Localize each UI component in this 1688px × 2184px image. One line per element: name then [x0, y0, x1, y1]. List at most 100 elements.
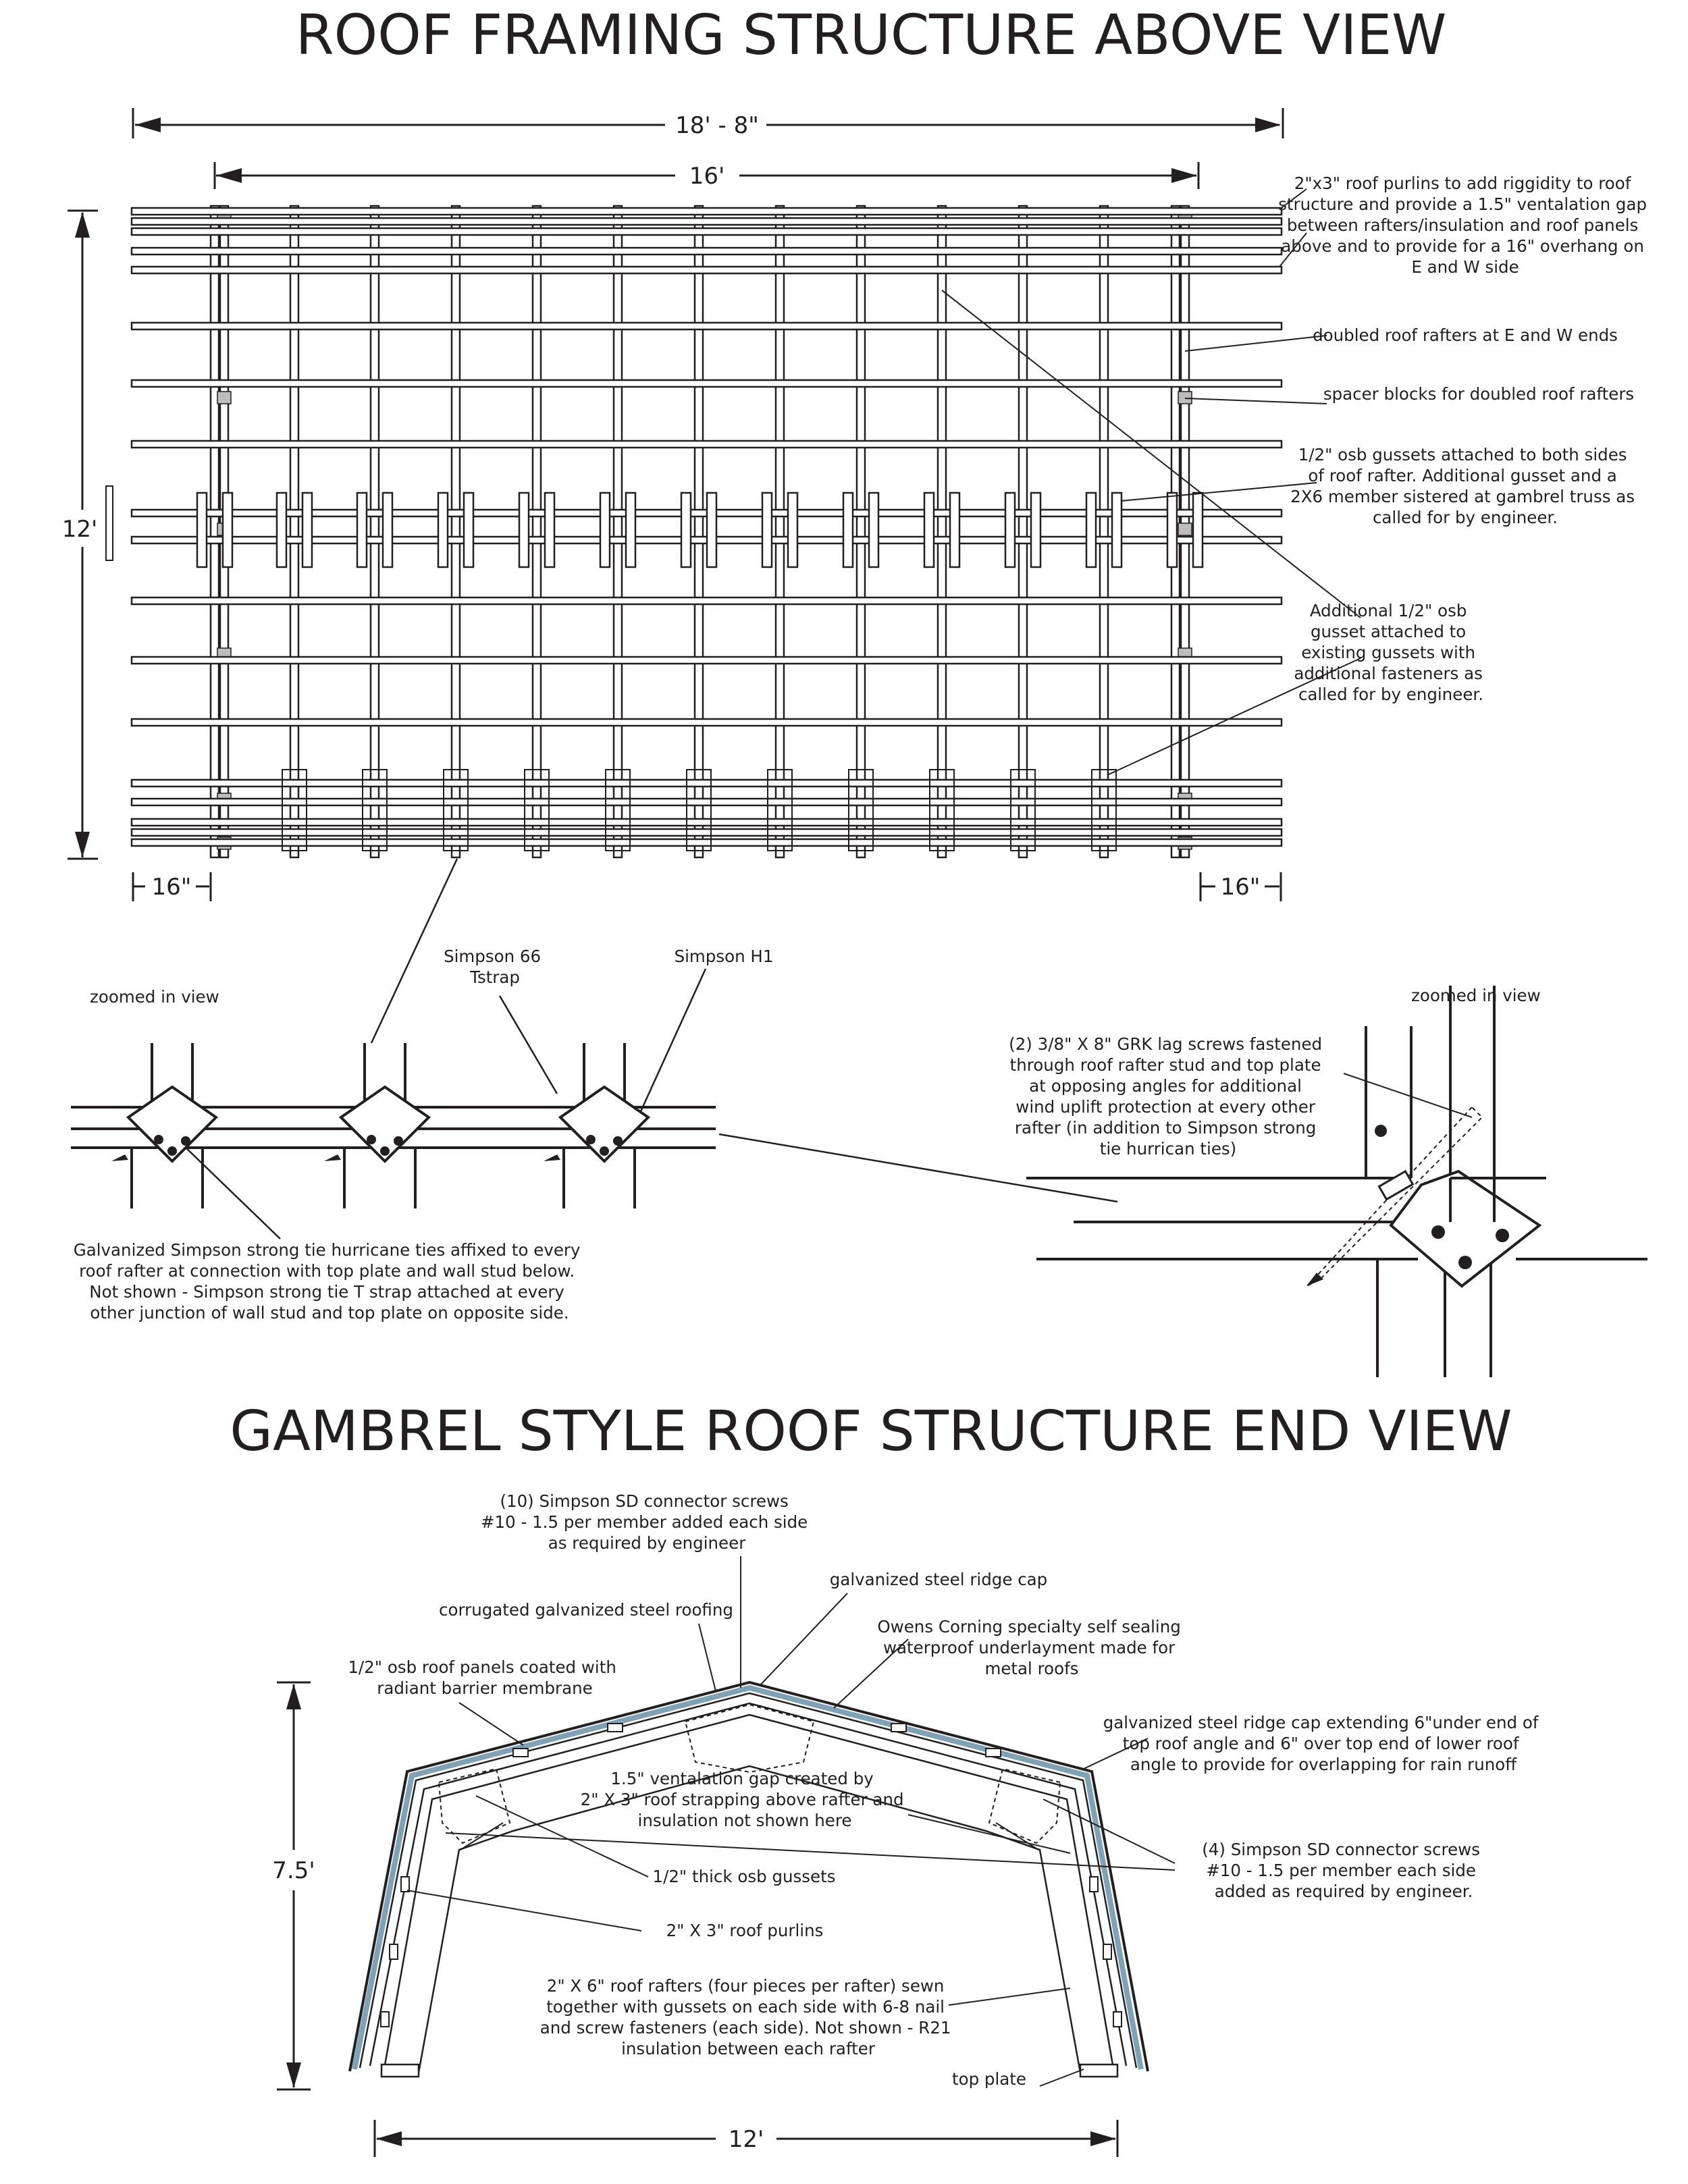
dim-section-width: 12' [729, 2126, 764, 2153]
section-purlin [380, 2011, 390, 2027]
callout-osb-gussets: 1/2" osb gussets attached to both sides … [1290, 445, 1640, 527]
rafter [774, 205, 785, 859]
gusset [518, 491, 530, 568]
rafter [531, 205, 542, 859]
zoomed-label-left: zoomed in view [90, 987, 219, 1007]
gusset [680, 491, 692, 568]
section-purlin [985, 1748, 1001, 1757]
fastener [154, 1135, 163, 1144]
fastener [600, 1146, 609, 1156]
section-purlin [1089, 1876, 1099, 1892]
gusset [381, 491, 394, 568]
gusset [625, 491, 637, 568]
title-gambrel: GAMBREL STYLE ROOF STRUCTURE END VIEW [230, 1400, 1512, 1464]
gusset-outline [362, 769, 388, 851]
callout-vent-gap: 1.5" ventalation gap created by 2" X 3" … [581, 1769, 909, 1830]
gusset [221, 491, 234, 568]
nail [111, 1154, 128, 1161]
rafter [693, 205, 704, 859]
callout-corrugated: corrugated galvanized steel roofing [439, 1600, 733, 1620]
rafter [1018, 205, 1028, 859]
rafter [289, 205, 300, 859]
title-roof-framing: ROOF FRAMING STRUCTURE ABOVE VIEW [296, 3, 1447, 68]
gusset [599, 491, 611, 568]
gusset-outline [605, 769, 631, 851]
gusset [275, 491, 288, 568]
section-purlin [400, 1876, 410, 1892]
gusset-outline [686, 769, 712, 851]
hurricane-tie [558, 1085, 651, 1163]
hurricane-tie [338, 1085, 431, 1163]
section-purlin [1103, 1944, 1112, 1960]
callout-ridge-cap-extension: galvanized steel ridge cap extending 6"u… [1103, 1713, 1544, 1774]
hurricane-tie [126, 1085, 219, 1163]
rafter [937, 205, 947, 859]
gusset [463, 491, 475, 568]
purlin [130, 265, 1283, 275]
gusset [1085, 491, 1097, 568]
nail [324, 1154, 341, 1161]
zoomed-label-right: zoomed in view [1411, 986, 1541, 1005]
gusset [356, 491, 368, 568]
dim-overhang-left: 16" [152, 874, 192, 901]
callout-additional-gusset: Additional 1/2" osb gusset attached to e… [1294, 601, 1487, 704]
callout-hurricane-ties: Galvanized Simpson strong tie hurricane … [74, 1240, 586, 1323]
gambrel-end-view: 7.5' 12' (10) Simpson SD connector screw… [272, 1491, 1544, 2157]
gusset-outline [929, 769, 955, 851]
gusset [437, 491, 449, 568]
dim-overall-width: 18' - 8" [675, 112, 759, 139]
dim-section-height: 7.5' [272, 1857, 315, 1884]
purlin [130, 440, 1283, 449]
gusset [923, 491, 935, 568]
roof-framing-plan [130, 205, 1283, 859]
fastener [394, 1136, 403, 1146]
dim-overhang-right: 16" [1221, 874, 1261, 901]
callout-thick-gussets: 1/2" thick osb gussets [652, 1867, 835, 1886]
nail [544, 1154, 560, 1161]
callout-ridge-cap: galvanized steel ridge cap [830, 1570, 1047, 1589]
detail-right: zoomed in view (2) 3/8" X 8" GRK lag scr… [1009, 986, 1647, 1377]
rafter [612, 205, 623, 859]
gusset [301, 491, 313, 568]
gusset [787, 491, 799, 568]
purlin [130, 379, 1283, 388]
callout-sd-screws-top: (10) Simpson SD connector screws #10 - 1… [481, 1491, 813, 1553]
purlin [130, 596, 1283, 606]
callout-spacer-blocks: spacer blocks for doubled roof rafters [1323, 384, 1634, 404]
purlin [130, 227, 1283, 236]
callout-owens-corning: Owens Corning specialty self sealing wat… [877, 1617, 1186, 1678]
gusset [1030, 491, 1042, 568]
purlin [130, 797, 1283, 807]
purlin [130, 778, 1283, 788]
rafter [1099, 205, 1109, 859]
gusset [1004, 491, 1016, 568]
callout-rafters: 2" X 6" roof rafters (four pieces per ra… [540, 1976, 957, 2058]
dim-depth: 12' [62, 516, 98, 543]
rafter [450, 205, 461, 859]
purlin [130, 217, 1283, 226]
gusset-outline [524, 769, 550, 851]
gusset [1111, 491, 1123, 568]
gusset [761, 491, 773, 568]
purlin [130, 207, 1283, 216]
gusset [196, 491, 208, 568]
gusset-outline [848, 769, 874, 851]
callout-sd-screws-side: (4) Simpson SD connector screws #10 - 1.… [1202, 1840, 1485, 1901]
fastener [167, 1146, 177, 1156]
purlin [130, 246, 1283, 256]
gusset-group [196, 491, 1204, 851]
fastener [613, 1136, 623, 1146]
gusset [544, 491, 556, 568]
gusset [868, 491, 880, 568]
purlin [130, 838, 1283, 847]
section-purlin [1113, 2011, 1122, 2027]
detail-left: zoomed in view Simpson 66 Tstrap Simpson… [71, 858, 1118, 1323]
purlin [130, 656, 1283, 665]
section-purlin [512, 1748, 529, 1757]
gusset [949, 491, 961, 568]
callout-osb-panels: 1/2" osb roof panels coated with radiant… [348, 1657, 621, 1698]
callout-doubled-rafters: doubled roof rafters at E and W ends [1313, 325, 1618, 345]
gusset [706, 491, 718, 568]
fastener [181, 1136, 190, 1146]
gusset [1192, 491, 1204, 568]
